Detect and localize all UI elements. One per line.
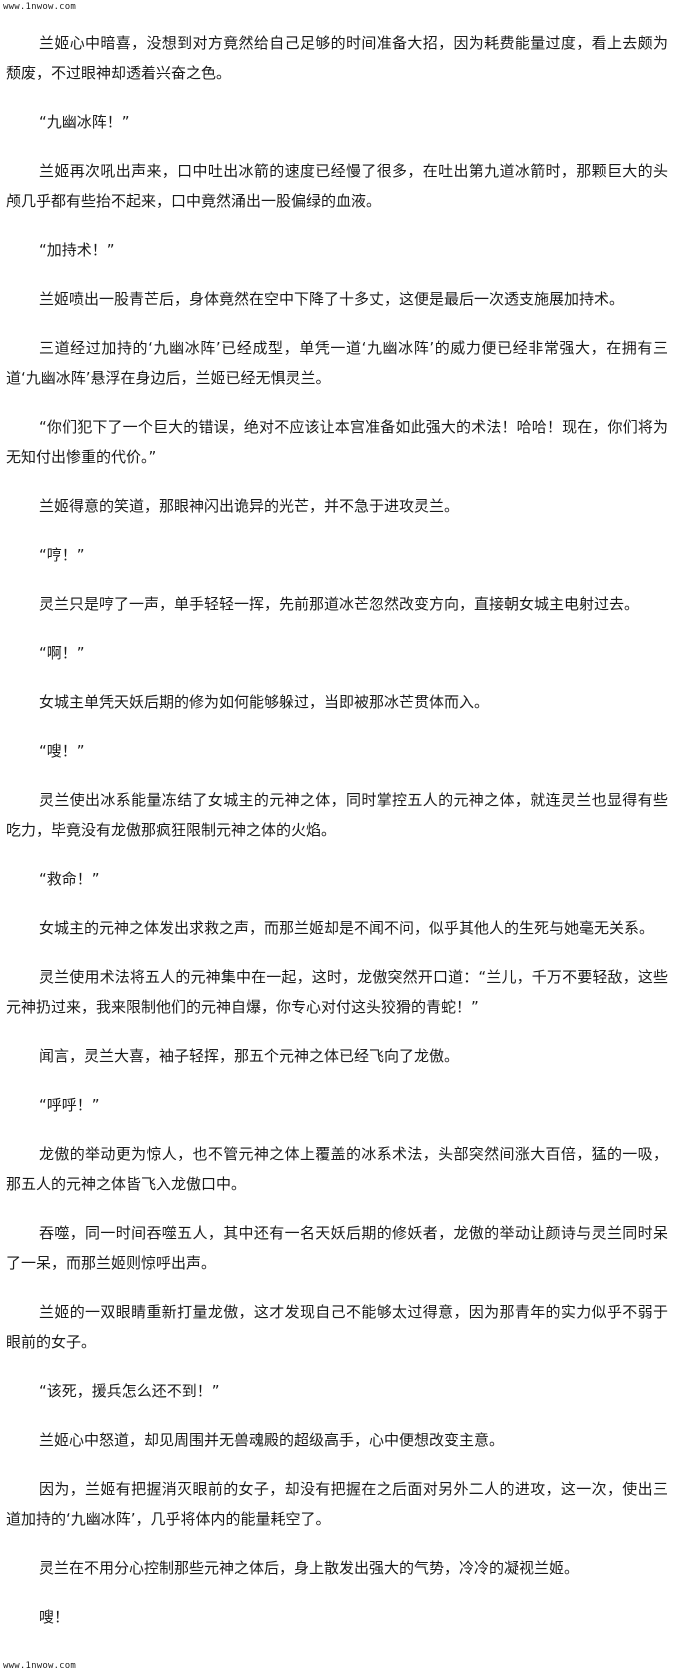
paragraph: “呼呼！” (39, 1096, 100, 1114)
paragraph: “该死，援兵怎么还不到！” (39, 1382, 220, 1400)
paragraph: 女城主单凭天妖后期的修为如何能够躲过，当即被那冰芒贯体而入。 (39, 693, 490, 711)
paragraph: “啊！” (39, 644, 85, 662)
paragraph: 兰姬心中怒道，却见周围并无兽魂殿的超级高手，心中便想改变主意。 (39, 1431, 505, 1449)
paragraph: 兰姬心中暗喜，没想到对方竟然给自己足够的时间准备大招，因为耗费能量过度，看上去颇… (6, 34, 668, 82)
watermark-top: www.1nwow.com (3, 2, 77, 12)
paragraph: 女城主的元神之体发出求救之声，而那兰姬却是不闻不问，似乎其他人的生死与她毫无关系… (39, 919, 655, 937)
paragraph: 吞噬，同一时间吞噬五人，其中还有一名天妖后期的修妖者，龙傲的举动让颜诗与灵兰同时… (6, 1224, 668, 1272)
paragraph: 兰姬再次吼出声来，口中吐出冰箭的速度已经慢了很多，在吐出第九道冰箭时，那颗巨大的… (6, 162, 668, 210)
paragraph: 兰姬喷出一股青芒后，身体竟然在空中下降了十多丈，这便是最后一次透支施展加持术。 (39, 290, 625, 308)
paragraph: 嗖！ (39, 1608, 70, 1626)
paragraph: 因为，兰姬有把握消灭眼前的女子，却没有把握在之后面对另外二人的进攻，这一次，使出… (6, 1480, 668, 1528)
paragraph: 兰姬的一双眼睛重新打量龙傲，这才发现自己不能够太过得意，因为那青年的实力似乎不弱… (6, 1303, 668, 1351)
paragraph: 龙傲的举动更为惊人，也不管元神之体上覆盖的冰系术法，头部突然间涨大百倍，猛的一吸… (6, 1145, 668, 1193)
paragraph: “哼！” (39, 546, 85, 564)
paragraph: 兰姬得意的笑道，那眼神闪出诡异的光芒，并不急于进攻灵兰。 (39, 497, 460, 515)
watermark-bottom: www.1nwow.com (3, 1661, 77, 1671)
paragraph: 灵兰使用术法将五人的元神集中在一起，这时，龙傲突然开口道：“兰儿，千万不要轻敌，… (6, 968, 668, 1016)
paragraph: 三道经过加持的‘九幽冰阵’已经成型，单凭一道‘九幽冰阵’的威力便已经非常强大，在… (6, 339, 668, 387)
paragraph: “救命！” (39, 870, 100, 888)
paragraph: 灵兰在不用分心控制那些元神之体后，身上散发出强大的气势，冷冷的凝视兰姬。 (39, 1559, 580, 1577)
paragraph: “你们犯下了一个巨大的错误，绝对不应该让本宫准备如此强大的术法！哈哈！现在，你们… (6, 418, 668, 466)
paragraph: 灵兰使出冰系能量冻结了女城主的元神之体，同时掌控五人的元神之体，就连灵兰也显得有… (6, 791, 668, 839)
paragraph: “嗖！” (39, 742, 85, 760)
paragraph: “加持术！” (39, 241, 115, 259)
paragraph: 闻言，灵兰大喜，袖子轻挥，那五个元神之体已经飞向了龙傲。 (39, 1047, 460, 1065)
paragraph: 灵兰只是哼了一声，单手轻轻一挥，先前那道冰芒忽然改变方向，直接朝女城主电射过去。 (39, 595, 640, 613)
article-body: 兰姬心中暗喜，没想到对方竟然给自己足够的时间准备大招，因为耗费能量过度，看上去颇… (6, 28, 668, 1651)
paragraph: “九幽冰阵！” (39, 113, 130, 131)
